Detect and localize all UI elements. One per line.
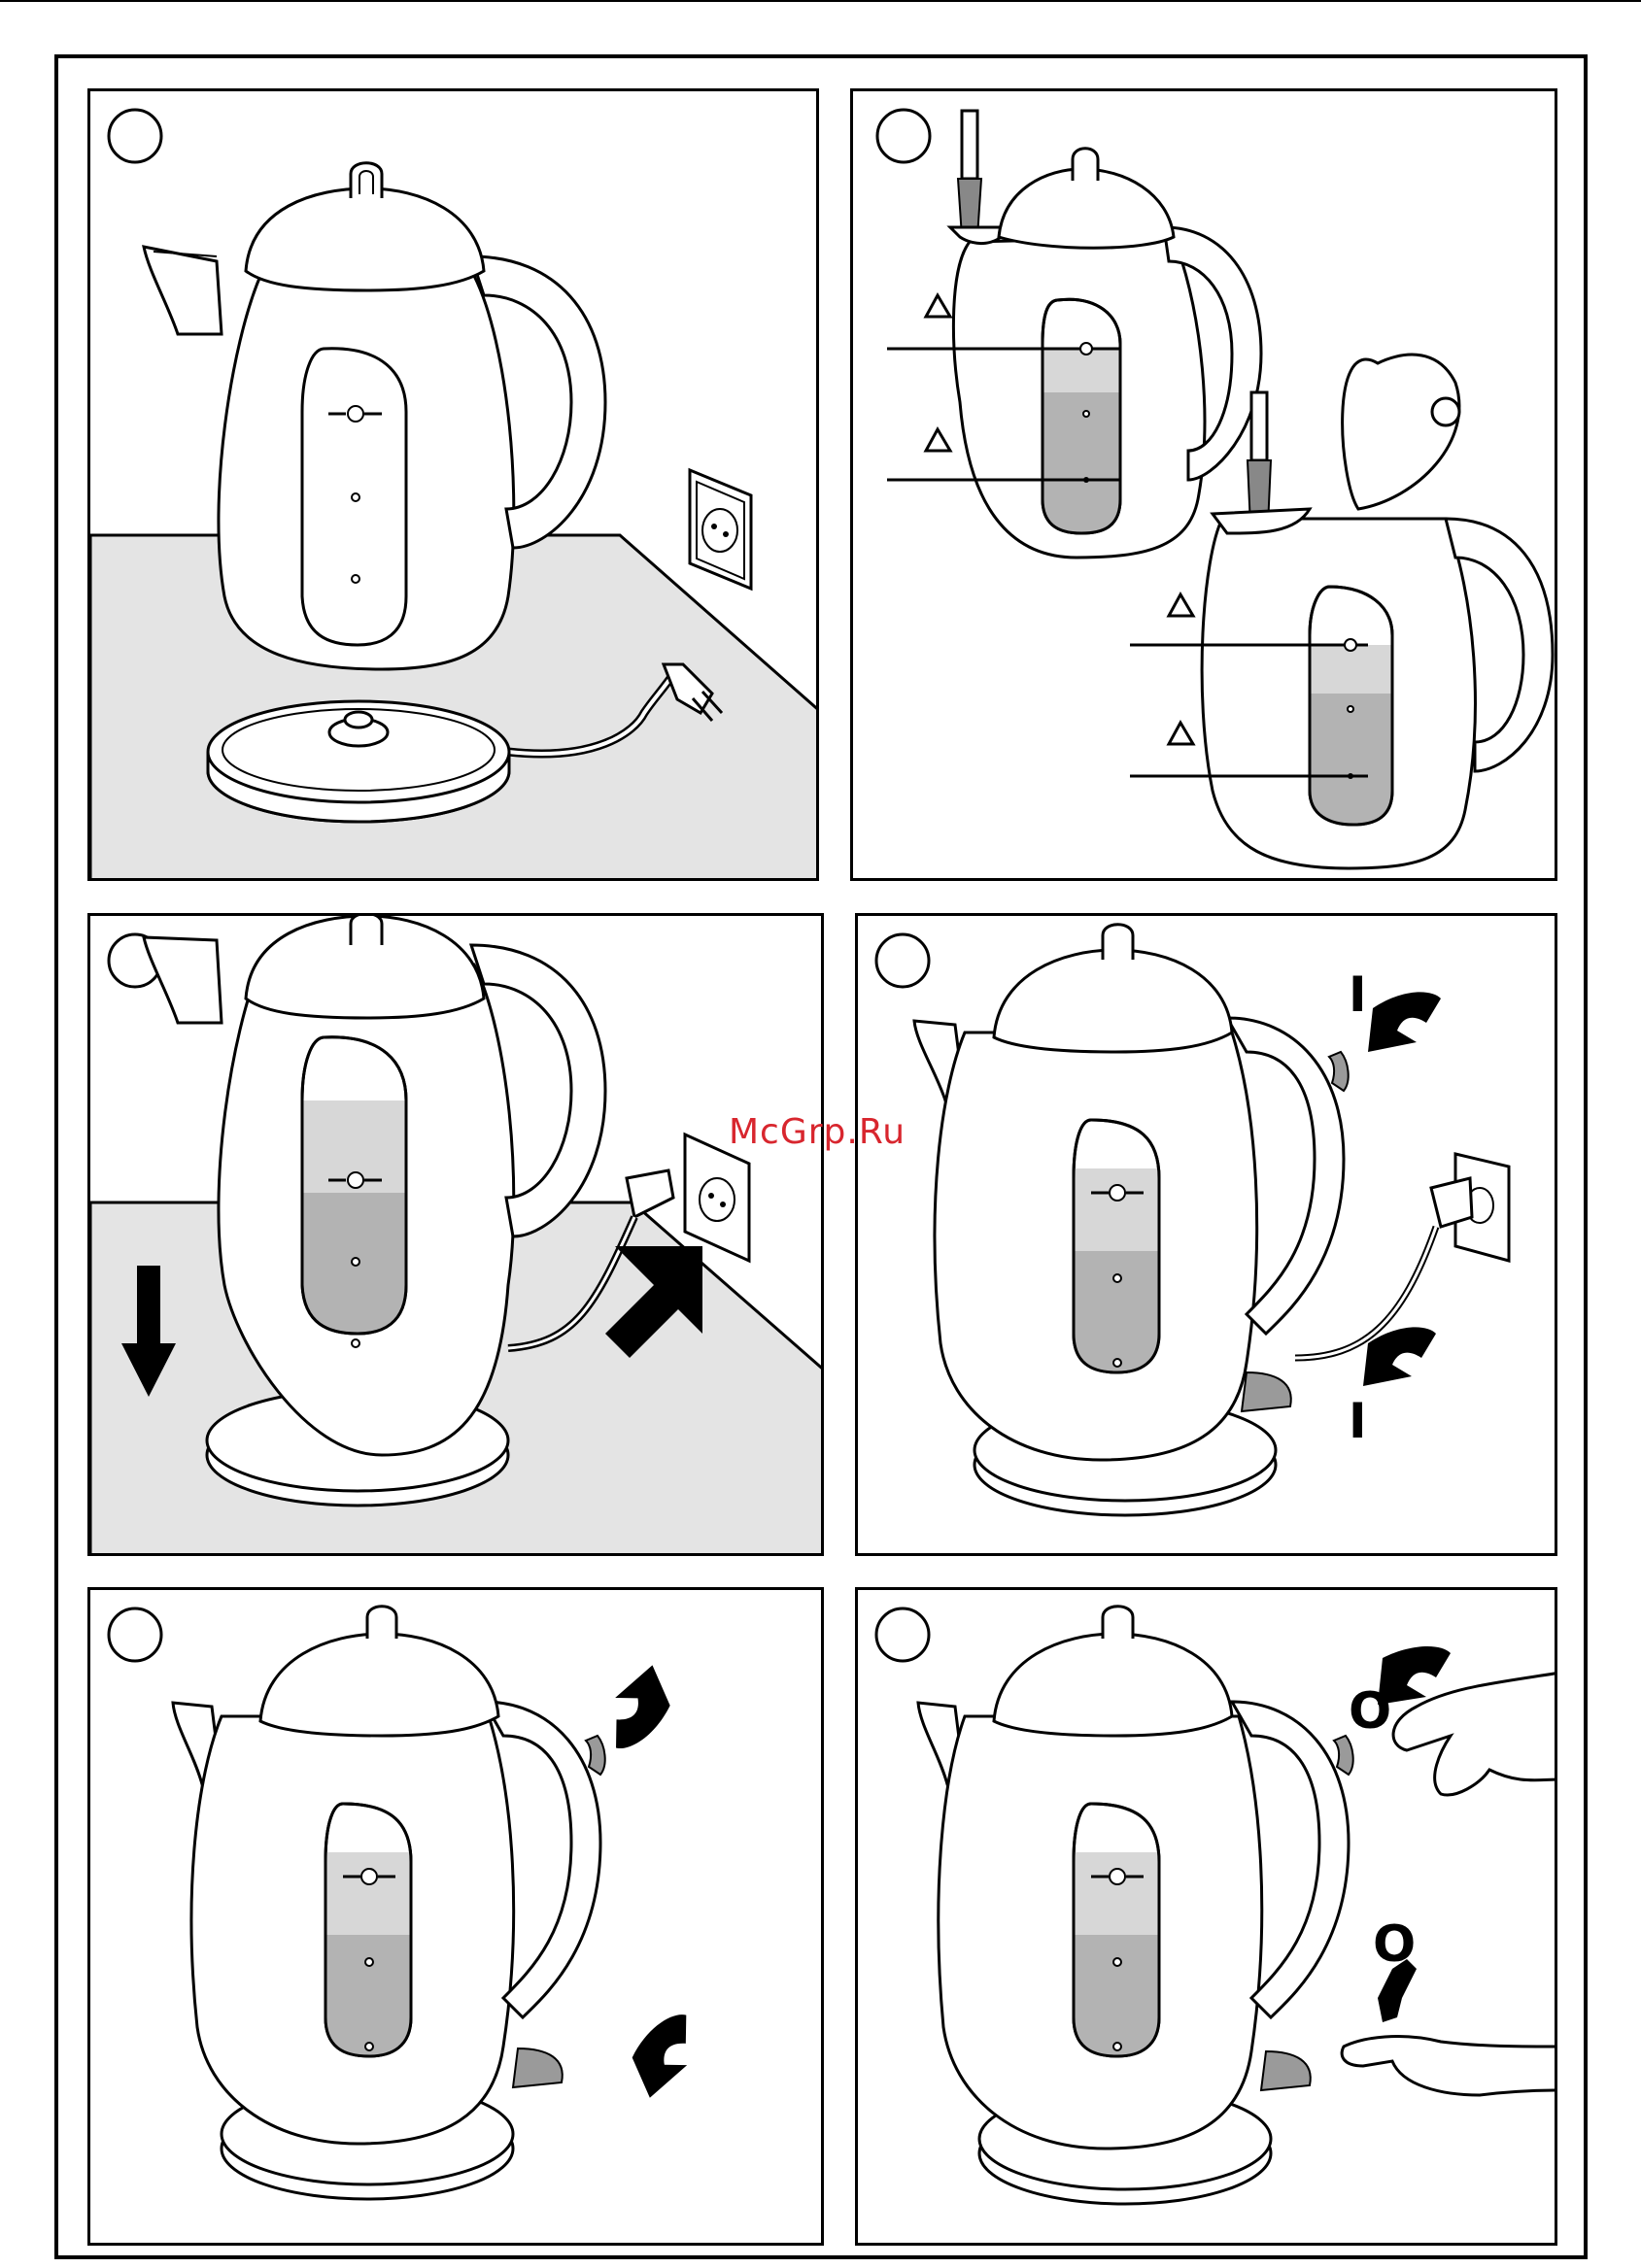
plug-icon — [627, 1170, 673, 1217]
step-number-circle — [877, 110, 930, 162]
curved-arrow-icon — [620, 2010, 713, 2098]
switch-on-label-bottom: I — [1349, 1393, 1367, 1449]
panel-4-illustration: I I — [858, 916, 1557, 1556]
panel-2-illustration — [853, 91, 1557, 881]
step-number-circle — [109, 110, 161, 162]
panel-5-illustration — [90, 1590, 824, 2246]
watermark: McGrp.Ru — [729, 1112, 906, 1152]
step-number-circle — [109, 1608, 161, 1661]
panel-1 — [87, 88, 819, 881]
hand-icon — [1393, 1673, 1557, 1795]
panel-6-illustration: O O — [858, 1590, 1557, 2246]
page-top-rule — [0, 0, 1641, 2]
step-number-circle — [876, 934, 929, 987]
min-triangle-icon — [926, 429, 950, 451]
panel-4: I I — [855, 913, 1557, 1556]
panel-2 — [850, 88, 1557, 881]
max-triangle-icon — [926, 295, 950, 317]
curved-arrow-icon — [1368, 992, 1441, 1052]
panel-1-illustration — [90, 91, 819, 881]
wall-socket-icon — [690, 470, 751, 589]
panel-5 — [87, 1587, 824, 2246]
wall-socket-icon — [685, 1134, 749, 1261]
step-number-circle — [876, 1608, 929, 1661]
hand-icon — [1342, 2037, 1557, 2095]
curved-arrow-icon — [590, 1665, 683, 1753]
switch-on-label-top: I — [1349, 966, 1367, 1023]
plug-icon — [1431, 1178, 1472, 1227]
panel-6: O O — [855, 1587, 1557, 2246]
panel-3 — [87, 913, 824, 1556]
panel-3-illustration — [90, 916, 824, 1556]
